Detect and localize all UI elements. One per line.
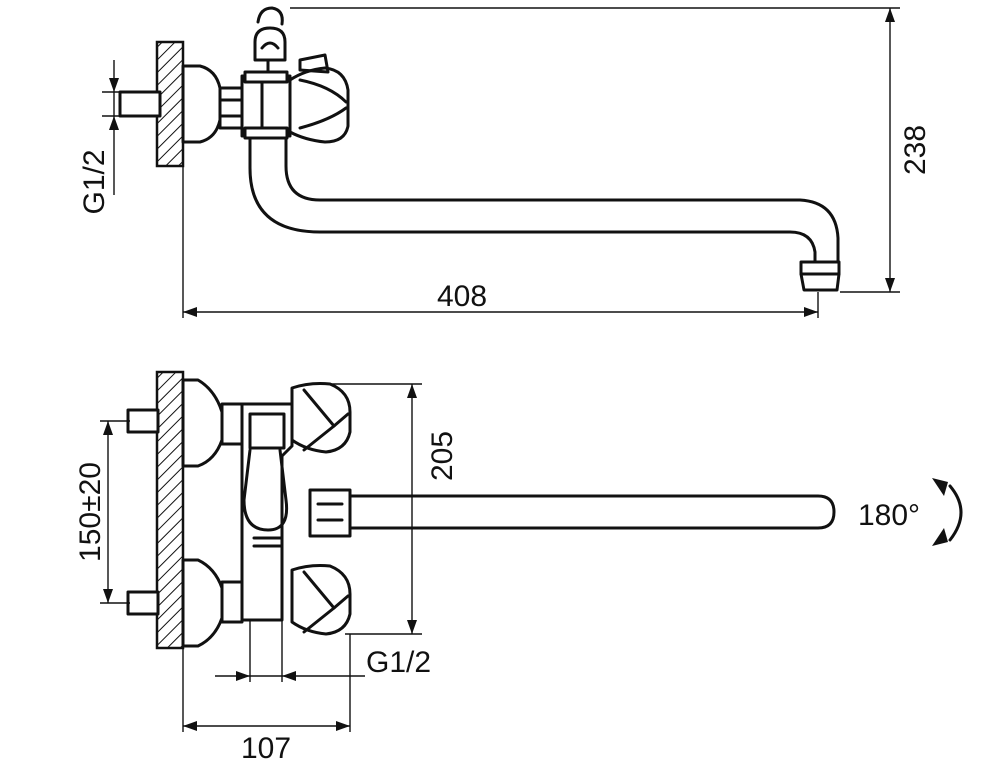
spout-top xyxy=(248,136,817,274)
front-view: 180° 205 150±20 G1/2 xyxy=(74,370,963,765)
wall-section-front xyxy=(155,370,185,650)
aerator-top xyxy=(799,260,841,276)
height-label-front: 205 xyxy=(426,431,459,481)
thread-dimension-top: G1/2 xyxy=(78,60,122,215)
lower-escutcheon xyxy=(181,558,224,648)
rotation-indicator: 180° xyxy=(858,478,963,546)
lower-handle-front xyxy=(290,564,352,636)
lower-inlet-pipe xyxy=(126,590,160,616)
length-dimension-top: 408 xyxy=(182,166,819,318)
inlet-pipe-top xyxy=(118,90,162,118)
thread-dimension-front: G1/2 xyxy=(215,620,431,682)
height-label-top: 238 xyxy=(899,125,932,175)
rotation-label: 180° xyxy=(858,499,920,532)
thread-label-front: G1/2 xyxy=(366,646,431,679)
thread-label-top: G1/2 xyxy=(78,149,111,214)
top-view: 238 408 G1/2 xyxy=(78,6,932,318)
spout-connector-front xyxy=(308,488,352,538)
upper-handle-front xyxy=(290,382,352,454)
spacing-label-front: 150±20 xyxy=(74,462,107,562)
shower-hook-top xyxy=(253,26,287,74)
upper-escutcheon xyxy=(181,378,224,468)
height-dimension-front: 205 xyxy=(330,383,459,635)
escutcheon-top xyxy=(181,64,222,144)
handle-top xyxy=(288,66,350,144)
spout-front xyxy=(348,494,836,530)
length-label-top: 408 xyxy=(437,280,487,313)
depth-dimension-front: 107 xyxy=(182,634,351,765)
height-dimension-top: 238 xyxy=(290,7,932,293)
upper-inlet-pipe xyxy=(126,408,160,434)
depth-label-front: 107 xyxy=(241,732,291,765)
hex-nut-top xyxy=(218,86,244,130)
spacing-dimension-front: 150±20 xyxy=(74,420,130,604)
